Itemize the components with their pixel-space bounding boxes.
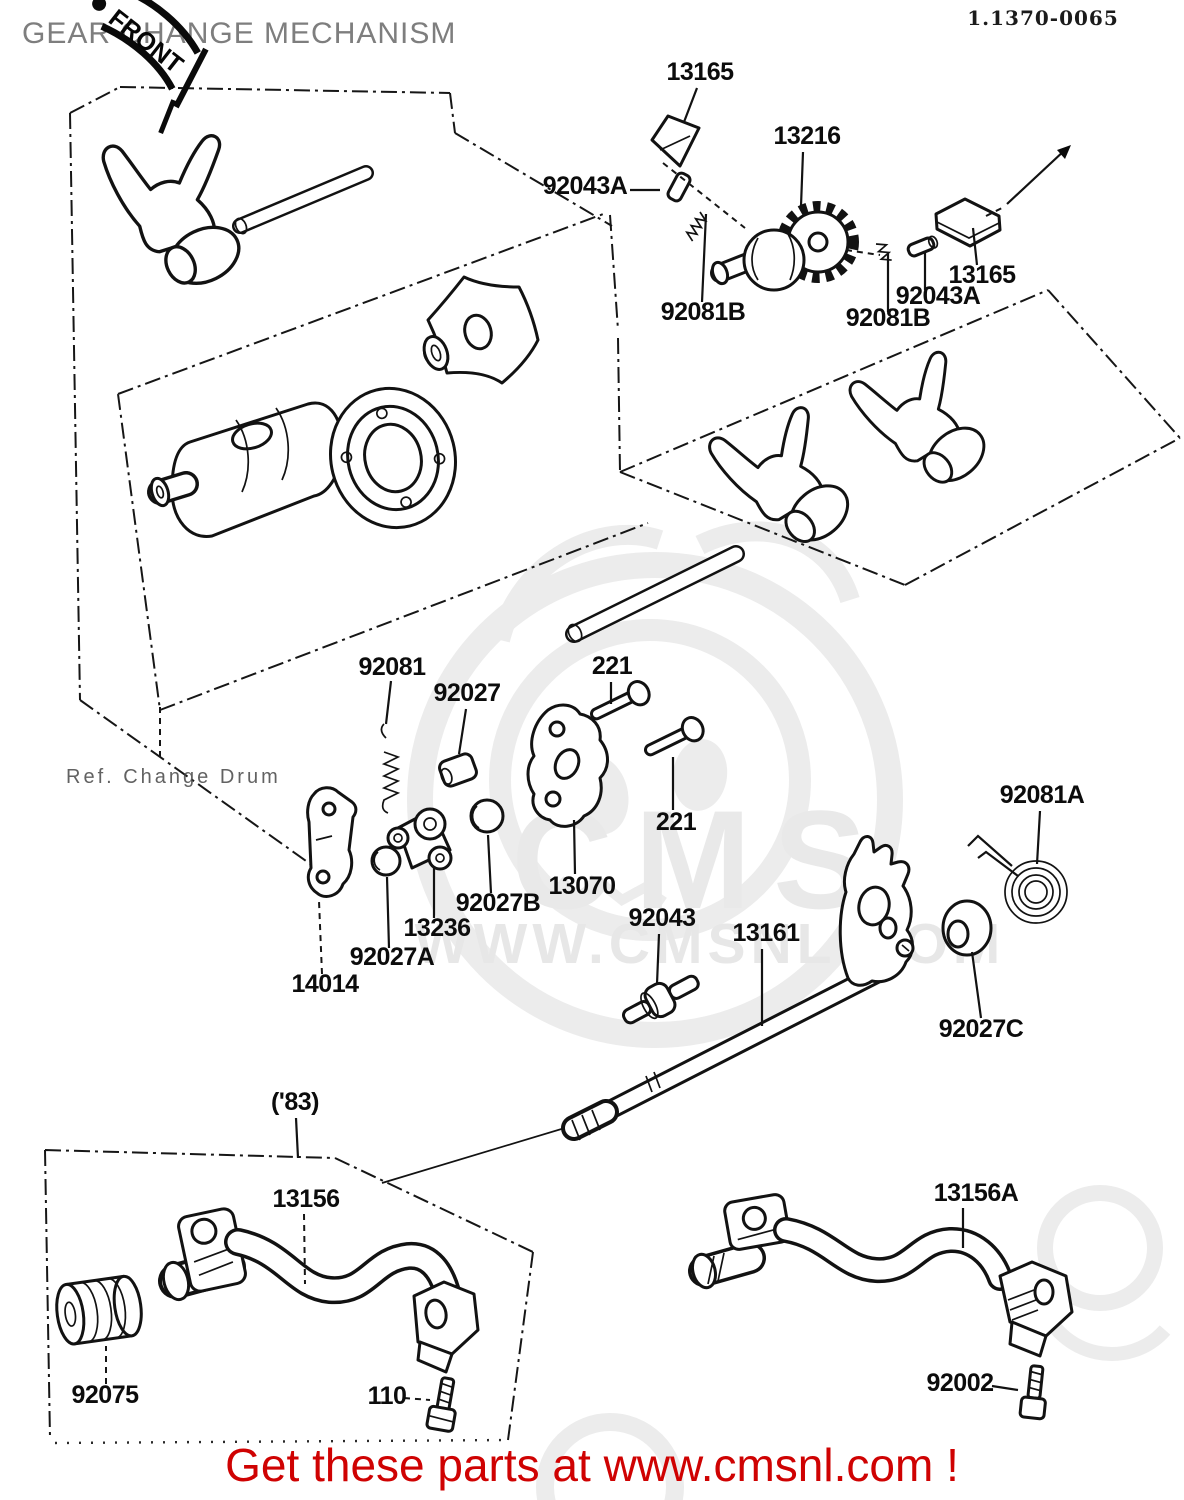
part-torsion-spring-92081A [967, 834, 1068, 924]
part-bolt-92002 [1018, 1364, 1047, 1421]
watermark-teeth [556, 876, 667, 907]
ref-change-drum-note: Ref. Change Drum [66, 766, 281, 788]
part-label-92075: 92075 [71, 1381, 139, 1409]
doc-number: 1.1370-0065 [967, 6, 1119, 30]
watermark-horn-left [490, 524, 664, 643]
part-label-13070: 13070 [548, 872, 615, 900]
part-label-14014: 14014 [291, 970, 359, 998]
part-label-92043A: 92043A [896, 282, 981, 310]
watermark-head [489, 619, 811, 941]
part-label-92027: 92027 [433, 679, 500, 707]
part-label-92081B: 92081B [846, 304, 931, 332]
watermark-url-text: WWW.CMSNL.COM [415, 912, 1006, 976]
part-pawl-wedge-top [650, 114, 701, 168]
part-collar-92027C [941, 899, 993, 957]
part-label-13156: 13156 [272, 1185, 339, 1213]
part-shift-fork-3 [845, 343, 1003, 512]
part-label-221: 221 [656, 808, 697, 836]
part-shift-drum-cam [422, 275, 540, 385]
part-label-13165: 13165 [666, 58, 734, 86]
part-label-110: 110 [368, 1382, 407, 1410]
watermark-horn-right [695, 521, 860, 604]
watermark-swirl [1037, 1185, 1163, 1311]
part-bolt-110 [425, 1376, 457, 1433]
part-shift-fork-1 [100, 132, 252, 301]
part-pedal-rubber-92075 [55, 1274, 143, 1346]
part-pawl-lever-13236 [386, 807, 453, 871]
part-roller-92027B [469, 798, 505, 834]
part-label-92043: 92043 [628, 904, 695, 932]
part-gear-positioner-cluster [710, 201, 859, 292]
part-label-92081B: 92081B [661, 298, 746, 326]
part-pin-assembly-92043 [622, 974, 700, 1025]
part-label-13161: 13161 [732, 919, 800, 947]
part-spring-right [875, 243, 892, 261]
part-shift-shaft-13161 [381, 835, 915, 1184]
flag-dot [92, 0, 107, 11]
watermark-bottom-blob [536, 1413, 684, 1500]
part-label-13165: 13165 [948, 261, 1016, 289]
part-bolt-221-a [589, 680, 651, 721]
part-change-drum [147, 401, 344, 538]
part-pin-left [666, 171, 692, 203]
part-spring-left [685, 211, 708, 242]
leader-lines [105, 87, 1042, 1401]
watermark-eye-right [672, 739, 728, 811]
panel-outlines [44, 86, 1181, 1445]
page-title: GEAR CHANGE MECHANISM [22, 17, 456, 50]
part-pawl-block-right [934, 197, 1002, 248]
part-bolt-221-b [643, 716, 705, 757]
part-label-92081A: 92081A [1000, 781, 1085, 809]
part-return-spring-92081 [380, 723, 401, 814]
part-label-('83): ('83) [271, 1088, 319, 1116]
part-positioning-plate-13070 [526, 703, 609, 828]
part-label-92002: 92002 [926, 1369, 993, 1397]
part-ball-bearing [329, 386, 457, 530]
part-label-13216: 13216 [773, 122, 840, 150]
part-label-221: 221 [592, 652, 633, 680]
part-label-13156A: 13156A [934, 1179, 1019, 1207]
part-roller-92027A [370, 845, 402, 877]
part-label-92027A: 92027A [350, 943, 435, 971]
part-label-92027C: 92027C [939, 1015, 1024, 1043]
part-label-92043A: 92043A [543, 172, 628, 200]
part-label-92081: 92081 [358, 653, 426, 681]
part-label-92027B: 92027B [456, 889, 541, 917]
footer-link[interactable]: Get these parts at www.cmsnl.com ! [225, 1439, 959, 1491]
part-label-13236: 13236 [403, 914, 470, 942]
part-lever-plate-14014 [306, 786, 358, 898]
part-shift-pedal-13156 [158, 1207, 480, 1374]
part-fork-rod-2 [565, 545, 745, 643]
part-pin-right [906, 235, 939, 258]
part-collar-92027 [438, 752, 478, 788]
direction-arrow [1006, 145, 1071, 205]
part-fork-rod-1 [232, 165, 374, 235]
part-shift-pedal-13156A [688, 1193, 1074, 1358]
watermark-ring [407, 552, 903, 1048]
